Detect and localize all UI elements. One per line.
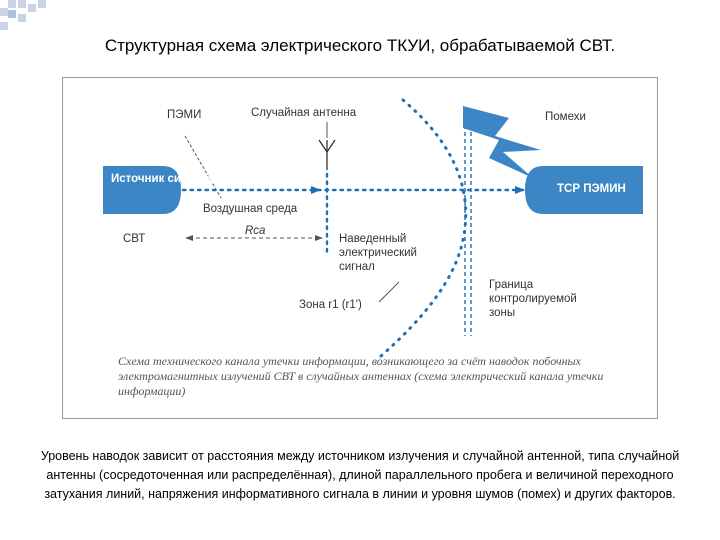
source-box	[103, 166, 181, 214]
pemi-pointer	[184, 135, 222, 199]
zone-label: Зона r1 (r1')	[299, 299, 362, 311]
boundary-label: Граница контролируемой зоны	[489, 279, 577, 319]
diagram-graphics	[103, 98, 643, 358]
page-title: Структурная схема электрического ТКУИ, о…	[104, 36, 616, 55]
induced-signal-label: Наведенный электрический сигнал	[339, 233, 417, 273]
source-label: Источник сигнала	[111, 173, 213, 185]
figure-caption: Схема технического канала утечки информа…	[118, 354, 604, 398]
signal-arrow-2	[515, 186, 525, 194]
distance-arrow-left	[185, 235, 193, 241]
random-antenna-label: Случайная антенна	[251, 107, 357, 119]
interference-label: Помехи	[545, 111, 586, 123]
receiver-box	[525, 166, 643, 214]
signal-arrow-1	[311, 186, 321, 194]
pemi-label: ПЭМИ	[167, 109, 202, 121]
air-label: Воздушная среда	[203, 203, 298, 215]
distance-arrow-right	[315, 235, 323, 241]
corner-decoration	[0, 0, 60, 39]
diagram-frame: Источник сигнала СВТ ПЭМИ Случайная анте…	[62, 77, 658, 419]
receiver-label: ТСР ПЭМИН	[557, 183, 626, 195]
description-text: Уровень наводок зависит от расстояния ме…	[40, 449, 680, 501]
antenna-symbol	[318, 139, 336, 170]
interference-lightning	[463, 106, 541, 178]
zone-arc	[379, 98, 468, 358]
zone-pointer	[378, 281, 400, 303]
rsa-label: Rса	[245, 225, 266, 237]
svt-label: СВТ	[123, 233, 146, 245]
